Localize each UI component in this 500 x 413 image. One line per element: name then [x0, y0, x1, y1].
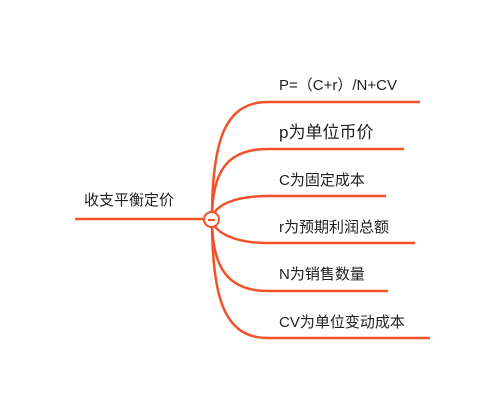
branch-node-6-label[interactable]: CV为单位变动成本 [279, 314, 405, 331]
connector-branch-3 [210, 194, 386, 220]
branch-node-2-label[interactable]: p为单位币价 [279, 123, 374, 142]
branch-node-4-label[interactable]: r为预期利润总额 [279, 219, 389, 236]
minus-circle-icon[interactable] [203, 211, 220, 228]
branch-node-5-label[interactable]: N为销售数量 [279, 266, 365, 283]
connector-branch-1 [210, 100, 420, 220]
connector-branch-6 [210, 218, 430, 340]
branch-node-3-label[interactable]: C为固定成本 [279, 172, 365, 189]
root-node-label[interactable]: 收支平衡定价 [84, 192, 175, 209]
minus-glyph [208, 219, 215, 221]
connector-branch-2 [210, 147, 404, 220]
branch-node-1-label[interactable]: P=（C+r）/N+CV [279, 77, 397, 94]
